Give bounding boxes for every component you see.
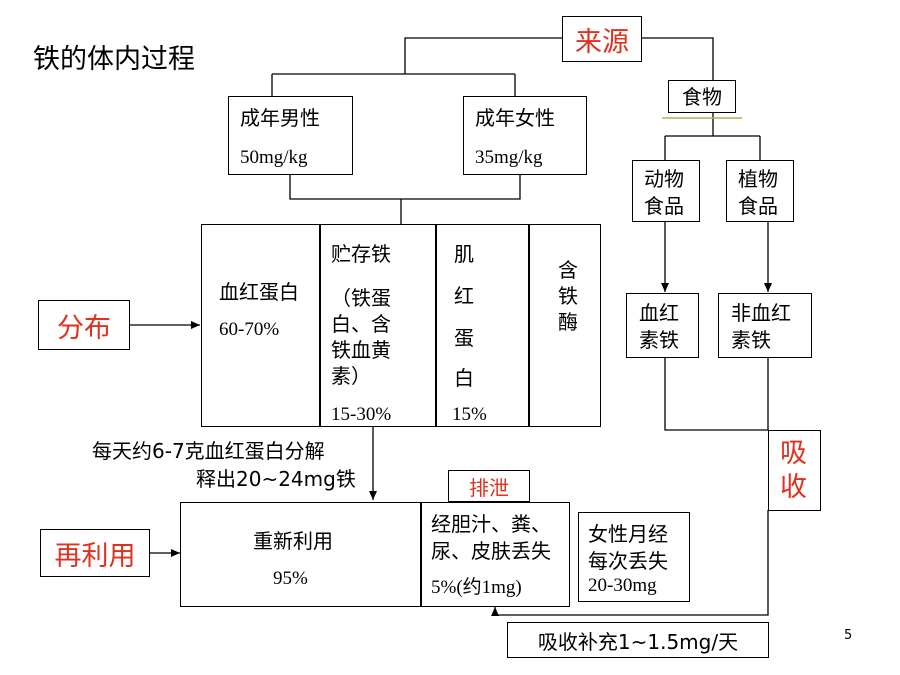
distribution-label: 分布 bbox=[57, 312, 111, 344]
animal-food-line2: 食品 bbox=[644, 194, 684, 218]
myoglobin-char-3: 蛋 bbox=[454, 326, 474, 350]
nonheme-iron-line2: 素铁 bbox=[731, 328, 771, 352]
myoglobin-char-4: 白 bbox=[454, 366, 474, 390]
page-number: 5 bbox=[844, 628, 853, 643]
page-title: 铁的体内过程 bbox=[33, 44, 195, 75]
reuse-value: 95% bbox=[273, 568, 308, 589]
loss-value: 5%(约1mg) bbox=[431, 577, 522, 598]
hemoglobin-value: 60-70% bbox=[219, 319, 280, 340]
absorb-supplement-label: 吸收补充1~1.5mg/天 bbox=[537, 629, 739, 654]
adult-male-box: 成年男性 50mg/kg bbox=[228, 96, 353, 175]
menstrual-line2: 每次丢失 bbox=[588, 549, 668, 573]
myoglobin-char-2: 红 bbox=[454, 284, 474, 308]
adult-male-label: 成年男性 bbox=[240, 106, 320, 130]
absorb-label-box: 吸 收 bbox=[768, 430, 821, 511]
line-heme-absorb bbox=[664, 358, 768, 431]
adult-male-value: 50mg/kg bbox=[240, 147, 308, 168]
adult-female-value: 35mg/kg bbox=[475, 147, 543, 168]
absorb-label-1: 吸 bbox=[780, 438, 807, 469]
storage-iron-value: 15-30% bbox=[331, 404, 392, 425]
line-source-right bbox=[642, 37, 714, 80]
menstrual-line1: 女性月经 bbox=[588, 522, 668, 546]
menstrual-value: 20-30mg bbox=[588, 575, 657, 596]
reuse-table: 重新利用 95% 经胆汁、粪、 尿、皮肤丢失 5%(约1mg) bbox=[180, 502, 570, 607]
line-male-down bbox=[289, 175, 521, 200]
food-label: 食物 bbox=[682, 84, 722, 109]
storage-iron-line3: 铁血黄 bbox=[331, 338, 391, 362]
enzyme-char-3: 酶 bbox=[558, 310, 578, 334]
loss-line2: 尿、皮肤丢失 bbox=[431, 539, 551, 563]
enzyme-char-1: 含 bbox=[558, 258, 578, 282]
plant-food-line2: 食品 bbox=[738, 194, 778, 218]
animal-food-line1: 动物 bbox=[644, 167, 684, 191]
adult-female-label: 成年女性 bbox=[475, 106, 555, 130]
heme-iron-line2: 素铁 bbox=[639, 328, 679, 352]
reuse-divider bbox=[420, 503, 422, 606]
divider-2 bbox=[435, 225, 437, 426]
storage-iron-line4: 素） bbox=[331, 364, 371, 388]
line-absorb-down bbox=[700, 510, 769, 616]
nonheme-iron-box: 非血红 素铁 bbox=[718, 293, 812, 358]
heme-iron-box: 血红 素铁 bbox=[626, 293, 699, 358]
excrete-label: 排泄 bbox=[469, 475, 509, 500]
food-box: 食物 bbox=[668, 80, 736, 113]
arrow-absorb-loss bbox=[491, 607, 700, 616]
reuse-label: 再利用 bbox=[54, 540, 136, 572]
distribution-table: 血红蛋白 60-70% 贮存铁 （铁蛋 白、含 铁血黄 素） 15-30% 肌 … bbox=[201, 224, 601, 427]
loss-line1: 经胆汁、粪、 bbox=[431, 512, 551, 536]
enzyme-char-2: 铁 bbox=[558, 284, 578, 308]
heme-iron-line1: 血红 bbox=[639, 301, 679, 325]
daily-note-line1: 每天约6-7克血红蛋白分解 bbox=[92, 439, 325, 463]
myoglobin-value: 15% bbox=[452, 404, 487, 425]
distribution-label-box: 分布 bbox=[38, 300, 130, 350]
plant-food-box: 植物 食品 bbox=[726, 160, 794, 222]
reuse-label-box: 再利用 bbox=[40, 529, 150, 577]
storage-iron-line1: （铁蛋 bbox=[331, 286, 391, 310]
storage-iron-label: 贮存铁 bbox=[331, 242, 391, 266]
line-source-left bbox=[404, 37, 562, 74]
reuse-label-text: 重新利用 bbox=[253, 529, 333, 553]
plant-food-line1: 植物 bbox=[738, 167, 778, 191]
divider-3 bbox=[528, 225, 530, 426]
adult-female-box: 成年女性 35mg/kg bbox=[463, 96, 587, 175]
source-label: 来源 bbox=[575, 26, 629, 58]
menstrual-box: 女性月经 每次丢失 20-30mg bbox=[578, 512, 690, 602]
source-label-box: 来源 bbox=[562, 16, 642, 62]
absorb-label-2: 收 bbox=[780, 472, 807, 503]
divider-1 bbox=[319, 225, 321, 426]
absorb-supplement-box: 吸收补充1~1.5mg/天 bbox=[507, 622, 769, 658]
hemoglobin-label: 血红蛋白 bbox=[219, 280, 299, 304]
animal-food-box: 动物 食品 bbox=[632, 160, 700, 222]
nonheme-iron-line1: 非血红 bbox=[731, 301, 791, 325]
daily-note-line2: 释出20~24mg铁 bbox=[196, 467, 356, 491]
storage-iron-line2: 白、含 bbox=[331, 312, 391, 336]
myoglobin-char-1: 肌 bbox=[454, 242, 474, 266]
excrete-label-box: 排泄 bbox=[448, 470, 530, 502]
